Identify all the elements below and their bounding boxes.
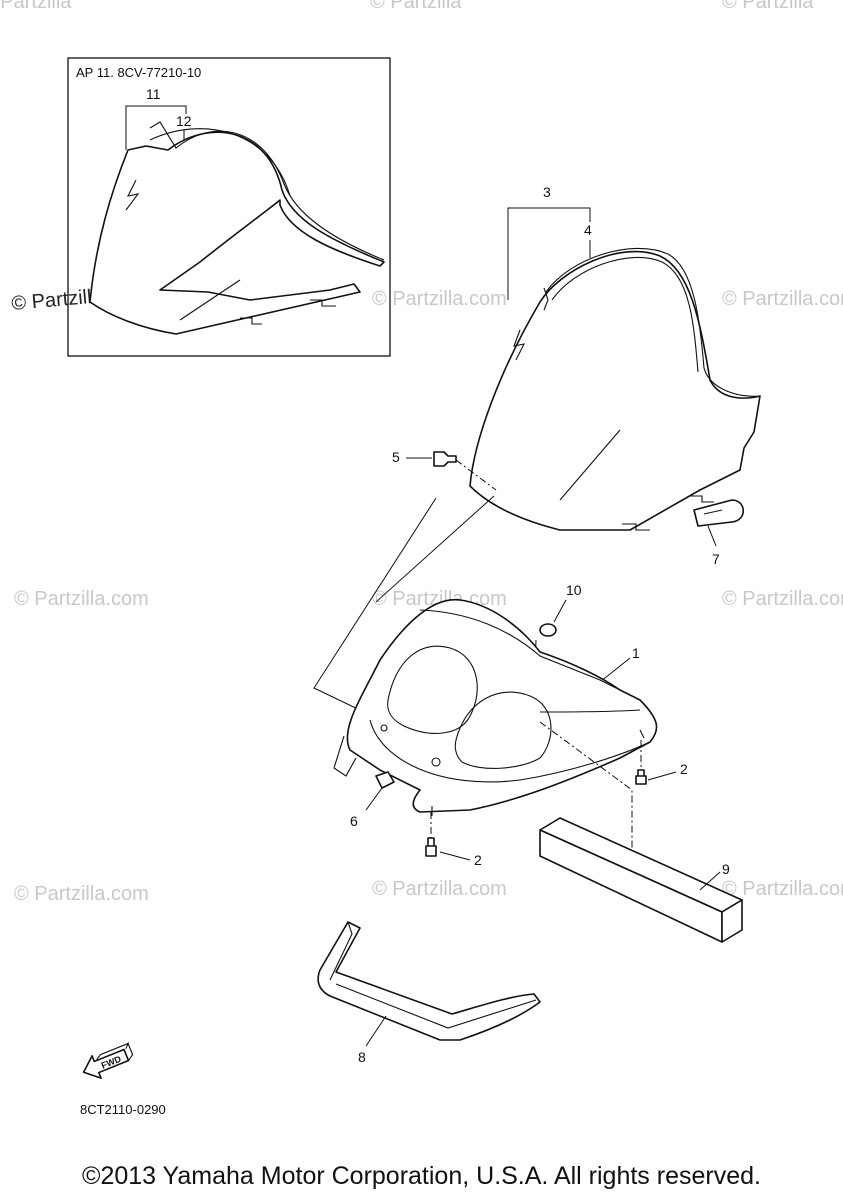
- watermark-row4-left: © Partzilla.com: [14, 883, 149, 905]
- callout-9: 9: [722, 861, 730, 877]
- inset-windshield: [89, 131, 385, 335]
- diagram-code: 8CT2110-0290: [80, 1102, 166, 1117]
- projection-right: [375, 495, 495, 603]
- windshield-notch-left: [513, 329, 525, 361]
- inset-notch-left: [125, 179, 140, 211]
- callout-11: 11: [146, 86, 161, 102]
- callout-5: 5: [392, 449, 400, 465]
- cowl-left-tab: [333, 735, 357, 777]
- cowl-hole-1: [431, 757, 441, 767]
- foam-8-edge-2: [335, 983, 537, 1029]
- watermark-top-left: © Partzilla: [0, 0, 72, 13]
- grommet-10: [539, 623, 557, 637]
- windshield-trim: [545, 247, 761, 397]
- leader-2-left: [439, 851, 471, 861]
- callout-12: 12: [176, 113, 192, 129]
- callout-4: 4: [584, 222, 592, 238]
- windshield-tab-2: [690, 495, 714, 503]
- leader-1: [599, 657, 631, 683]
- leader-6: [365, 787, 383, 811]
- watermark-row2-mid: © Partzilla.com: [372, 288, 507, 310]
- bracket-11: [125, 105, 187, 150]
- cowl-lower-lip: [369, 719, 651, 783]
- callout-6: 6: [350, 813, 358, 829]
- foam-8-edge-1: [329, 921, 353, 981]
- cowl-assembly: 10 1 6 2 2: [333, 582, 688, 868]
- foam-9-end: [721, 899, 743, 943]
- callout-8: 8: [358, 1049, 366, 1065]
- foam-strip-8: 8: [317, 921, 541, 1065]
- foam-block-9: 9: [539, 817, 743, 943]
- callout-10: 10: [566, 582, 582, 598]
- fwd-arrow-shape: [82, 1048, 130, 1079]
- copyright-notice: ©2013 Yamaha Motor Corporation, U.S.A. A…: [82, 1162, 761, 1190]
- inset-tab-1: [240, 317, 262, 325]
- cowl-left-dome: [387, 645, 478, 734]
- watermark-row4-mid: © Partzilla.com: [372, 878, 507, 900]
- watermarks: © Partzilla © Partzilla © Partzilla © Pa…: [0, 0, 843, 905]
- bolt-5: [433, 451, 457, 467]
- inset-header: AP 11. 8CV-77210-10: [76, 65, 201, 80]
- fwd-arrow: FWD: [82, 1042, 134, 1079]
- windshield-surface-line: [559, 429, 621, 501]
- watermark-top-right: © Partzilla: [722, 0, 814, 13]
- parts-diagram: © Partzilla © Partzilla © Partzilla © Pa…: [0, 0, 843, 1117]
- inset-frame: [67, 57, 391, 357]
- windshield-assembly: 3 4 5 7: [392, 184, 761, 567]
- cowl: [346, 599, 658, 813]
- inset-trim-inner: [149, 128, 291, 197]
- cowl-right-dome: [454, 691, 552, 769]
- windshield: [469, 250, 761, 531]
- watermark-row3-left: © Partzilla.com: [14, 588, 149, 610]
- bolt-2-right: [635, 769, 647, 785]
- projection-left: [313, 497, 437, 713]
- grommet-6: [375, 771, 395, 789]
- inset-surface-line: [179, 279, 241, 321]
- clip-7-slot: [703, 509, 723, 515]
- callout-7: 7: [712, 551, 720, 567]
- inset-box: AP 11. 8CV-77210-10 11 12: [67, 57, 391, 357]
- cowl-side-line: [539, 709, 641, 713]
- watermark-row2-right: © Partzilla.com: [722, 288, 843, 310]
- clip-7: [693, 499, 745, 527]
- leader-10: [553, 599, 567, 623]
- callout-2-left: 2: [474, 852, 482, 868]
- bolt-2-left: [425, 837, 437, 857]
- leader-8: [365, 1015, 387, 1047]
- foam-9-axis: [539, 721, 633, 860]
- cowl-slots: [431, 729, 645, 816]
- windshield-tab-1: [622, 523, 650, 531]
- cowl-hole-2: [380, 724, 388, 732]
- leader-2-right: [647, 771, 677, 781]
- inset-trim-strip: [149, 121, 385, 261]
- callout-1: 1: [632, 645, 640, 661]
- foam-8-body: [317, 921, 541, 1041]
- bolt-5-axis: [455, 459, 497, 491]
- inset-tab-2: [310, 299, 336, 307]
- watermark-top-mid: © Partzilla: [370, 0, 462, 13]
- callout-2-right: 2: [680, 761, 688, 777]
- windshield-trim-inner: [551, 256, 699, 373]
- windshield-edge-notch: [543, 287, 549, 311]
- watermark-row4-right: © Partzilla.com: [722, 878, 843, 900]
- leader-9: [699, 871, 721, 891]
- bracket-3: [507, 207, 591, 300]
- fwd-arrow-depth: [95, 1042, 134, 1061]
- watermark-row3-right: © Partzilla.com: [722, 588, 843, 610]
- callout-3: 3: [543, 184, 551, 200]
- cowl-top-ridge: [419, 609, 641, 701]
- leader-7: [707, 525, 717, 547]
